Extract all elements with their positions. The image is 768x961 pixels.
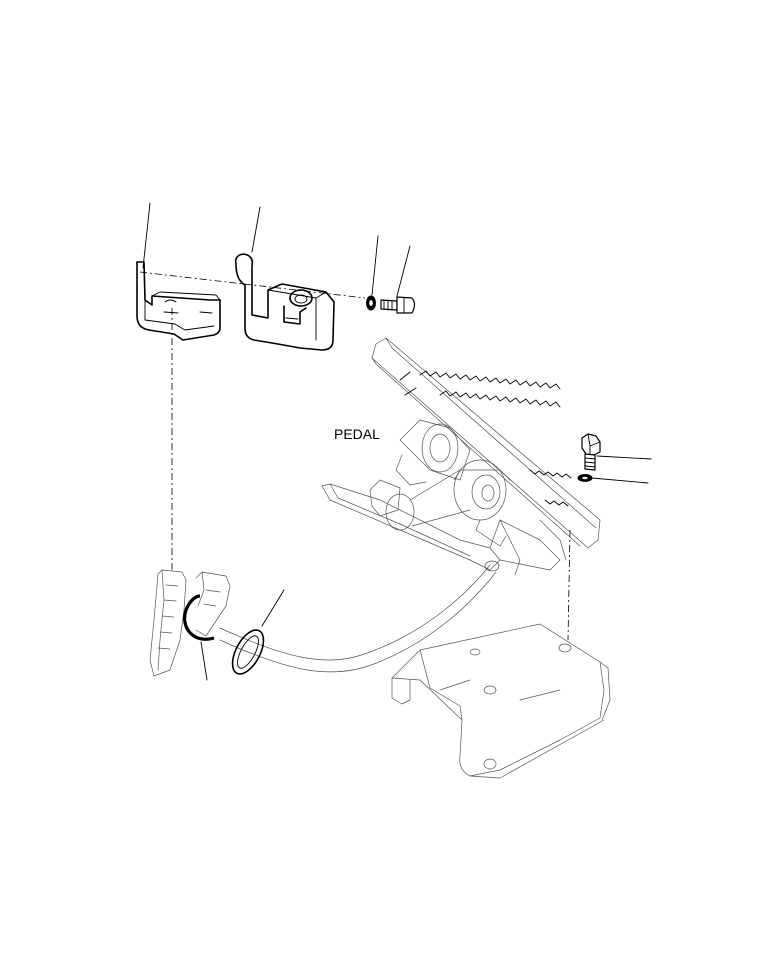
- pedal-label: PEDAL: [334, 426, 380, 442]
- cable-o-ring: [231, 629, 265, 675]
- mounting-base-plate: [391, 623, 611, 779]
- bracket-left: [136, 261, 221, 341]
- top-washer-and-bolt: [366, 295, 416, 314]
- leader-lines: [142, 202, 652, 681]
- bracket-cover: [234, 253, 335, 351]
- pedal-cable: [219, 560, 500, 673]
- assembly-centerlines: [139, 271, 571, 641]
- accelerator-pedal: [321, 337, 601, 576]
- cable-connector: [149, 569, 231, 677]
- right-bolt-and-washer: [577, 433, 601, 482]
